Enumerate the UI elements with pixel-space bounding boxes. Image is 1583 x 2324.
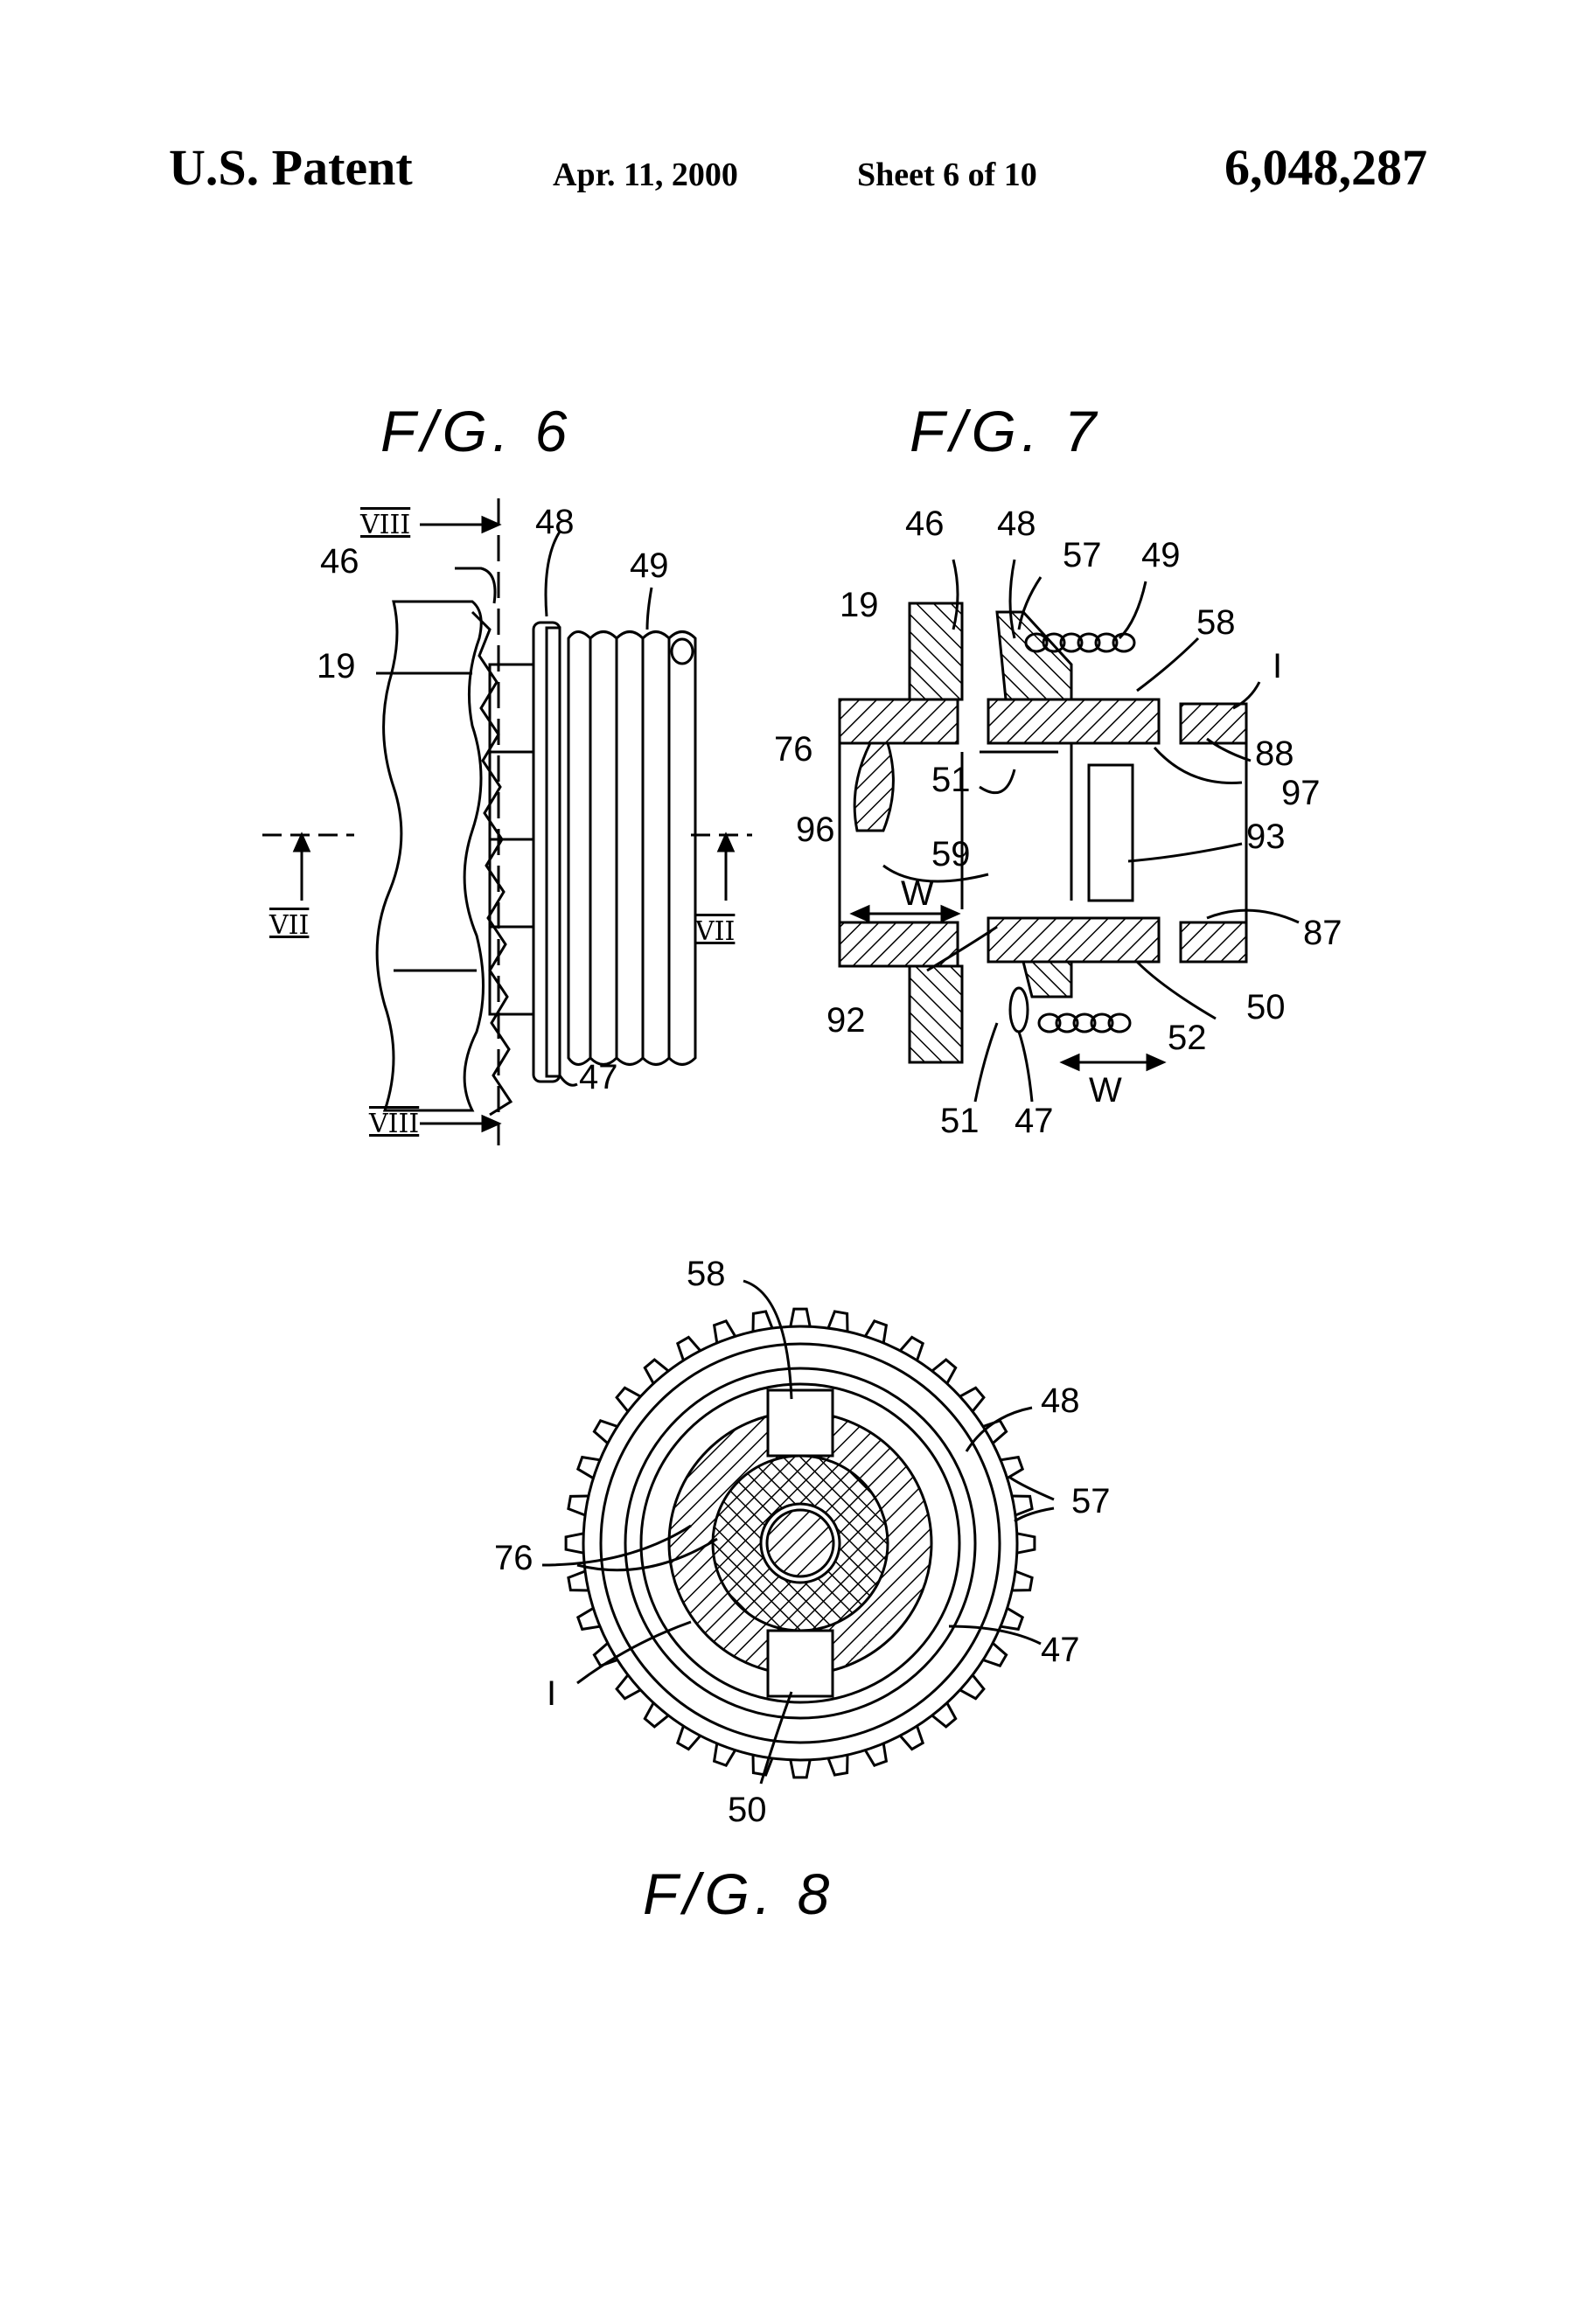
fig6-section-vii-right: VII <box>694 916 735 947</box>
fig7-label-50: 50 <box>1246 988 1286 1026</box>
fig8-key-58 <box>766 1388 834 1458</box>
gear-tooth <box>751 1310 774 1332</box>
gear-tooth <box>567 1494 589 1517</box>
gear-tooth <box>643 1701 670 1729</box>
fig7-label-47: 47 <box>1015 1102 1054 1140</box>
gear-tooth <box>592 1418 618 1444</box>
fig7-label-51-top: 51 <box>931 761 971 799</box>
patent-number: 6,048,287 <box>1224 139 1427 196</box>
fig7-label-97: 97 <box>1281 774 1321 812</box>
gear-tooth <box>959 1386 986 1413</box>
fig7-label-92: 92 <box>826 1001 866 1040</box>
gear-tooth <box>1016 1532 1036 1555</box>
fig8-label-76: 76 <box>494 1539 533 1577</box>
fig8-label-47: 47 <box>1041 1631 1080 1669</box>
fig7-labels: 46 48 57 49 19 58 I 76 51 88 97 96 59 93… <box>774 504 1342 1140</box>
gear-tooth <box>675 1725 701 1751</box>
fig6-section-viii-bottom: VIII <box>368 1109 419 1139</box>
fig6-labels: 48 46 49 19 47 VIII VIII VII VII <box>268 503 735 1139</box>
gear-tooth <box>931 1358 958 1385</box>
fig7-label-49: 49 <box>1141 536 1181 574</box>
gear-tooth <box>864 1319 889 1344</box>
fig7-label-46: 46 <box>905 504 945 543</box>
gear-tooth <box>751 1754 774 1777</box>
fig6-spring-49 <box>567 630 697 1066</box>
fig7-drawing <box>838 559 1300 1103</box>
gear-tooth <box>864 1743 889 1768</box>
fig7-label-57: 57 <box>1063 536 1102 574</box>
gear-tooth <box>567 1569 589 1592</box>
fig6-label-19: 19 <box>317 647 356 685</box>
fig7-label-52: 52 <box>1168 1019 1207 1057</box>
gear-tooth <box>615 1673 642 1701</box>
gear-tooth <box>899 1335 925 1361</box>
fig6-section-viii-top: VIII <box>359 510 410 540</box>
gear-tooth <box>643 1358 670 1385</box>
gear-tooth <box>575 1455 601 1479</box>
gear-tooth <box>1000 1455 1025 1479</box>
fig8-label-1: I <box>547 1674 556 1713</box>
fig8-labels: 58 48 57 76 47 I 50 <box>494 1255 1111 1829</box>
gear-tooth <box>1011 1494 1034 1517</box>
fig6-drawing <box>262 498 752 1145</box>
sheet-number: Sheet 6 of 10 <box>857 157 1037 193</box>
fig7-label-93: 93 <box>1246 818 1286 856</box>
gear-tooth <box>712 1743 736 1768</box>
gear-tooth <box>982 1642 1008 1668</box>
gear-tooth <box>712 1319 736 1344</box>
fig6-title: F/G. 6 <box>380 399 573 463</box>
fig7-title: F/G. 7 <box>910 399 1102 463</box>
fig6-section-vii-left: VII <box>268 910 309 941</box>
fig7-label-58: 58 <box>1196 603 1236 642</box>
gear-tooth <box>789 1759 812 1779</box>
fig7-label-48: 48 <box>997 504 1036 543</box>
fig6-label-48: 48 <box>535 503 575 541</box>
patent-date: Apr. 11, 2000 <box>553 157 738 193</box>
gear-tooth <box>615 1386 642 1413</box>
fig7-label-76: 76 <box>774 730 813 769</box>
fig7-label-1: I <box>1273 647 1282 685</box>
gear-tooth <box>931 1701 958 1729</box>
fig8-title: F/G. 8 <box>643 1861 835 1926</box>
gear-tooth <box>1011 1569 1034 1592</box>
fig6-label-49: 49 <box>630 546 669 585</box>
patent-label: U.S. Patent <box>169 139 413 196</box>
fig7-label-51-bottom: 51 <box>940 1102 980 1140</box>
fig6-part-19 <box>375 600 485 1112</box>
fig6-label-46: 46 <box>320 542 359 581</box>
fig8-gear-outer <box>582 1325 1019 1762</box>
gear-tooth <box>1000 1607 1025 1632</box>
gear-tooth <box>959 1673 986 1701</box>
fig8-key-50 <box>766 1629 834 1698</box>
fig6-teeth <box>471 610 513 1117</box>
gear-tooth <box>826 1754 849 1777</box>
gear-tooth <box>789 1307 812 1327</box>
fig8-label-50: 50 <box>728 1791 767 1829</box>
fig7-label-w-top: W <box>901 874 934 913</box>
fig7-label-59: 59 <box>931 835 971 873</box>
gear-tooth <box>826 1310 849 1332</box>
fig6-label-47: 47 <box>579 1058 618 1096</box>
fig8-label-48: 48 <box>1041 1381 1080 1420</box>
gear-tooth <box>564 1532 584 1555</box>
fig8-label-58: 58 <box>687 1255 726 1293</box>
fig8-label-57: 57 <box>1071 1482 1111 1520</box>
fig8-gear-teeth <box>564 1307 1036 1779</box>
fig7-label-19: 19 <box>840 586 879 624</box>
gear-tooth <box>675 1335 701 1361</box>
fig7-label-87: 87 <box>1303 914 1342 952</box>
fig7-label-96: 96 <box>796 811 835 849</box>
fig7-label-88: 88 <box>1255 734 1294 773</box>
fig7-label-w-bottom: W <box>1089 1071 1122 1110</box>
fig8-drawing <box>541 1279 1055 1785</box>
gear-tooth <box>575 1607 601 1632</box>
gear-tooth <box>899 1725 925 1751</box>
